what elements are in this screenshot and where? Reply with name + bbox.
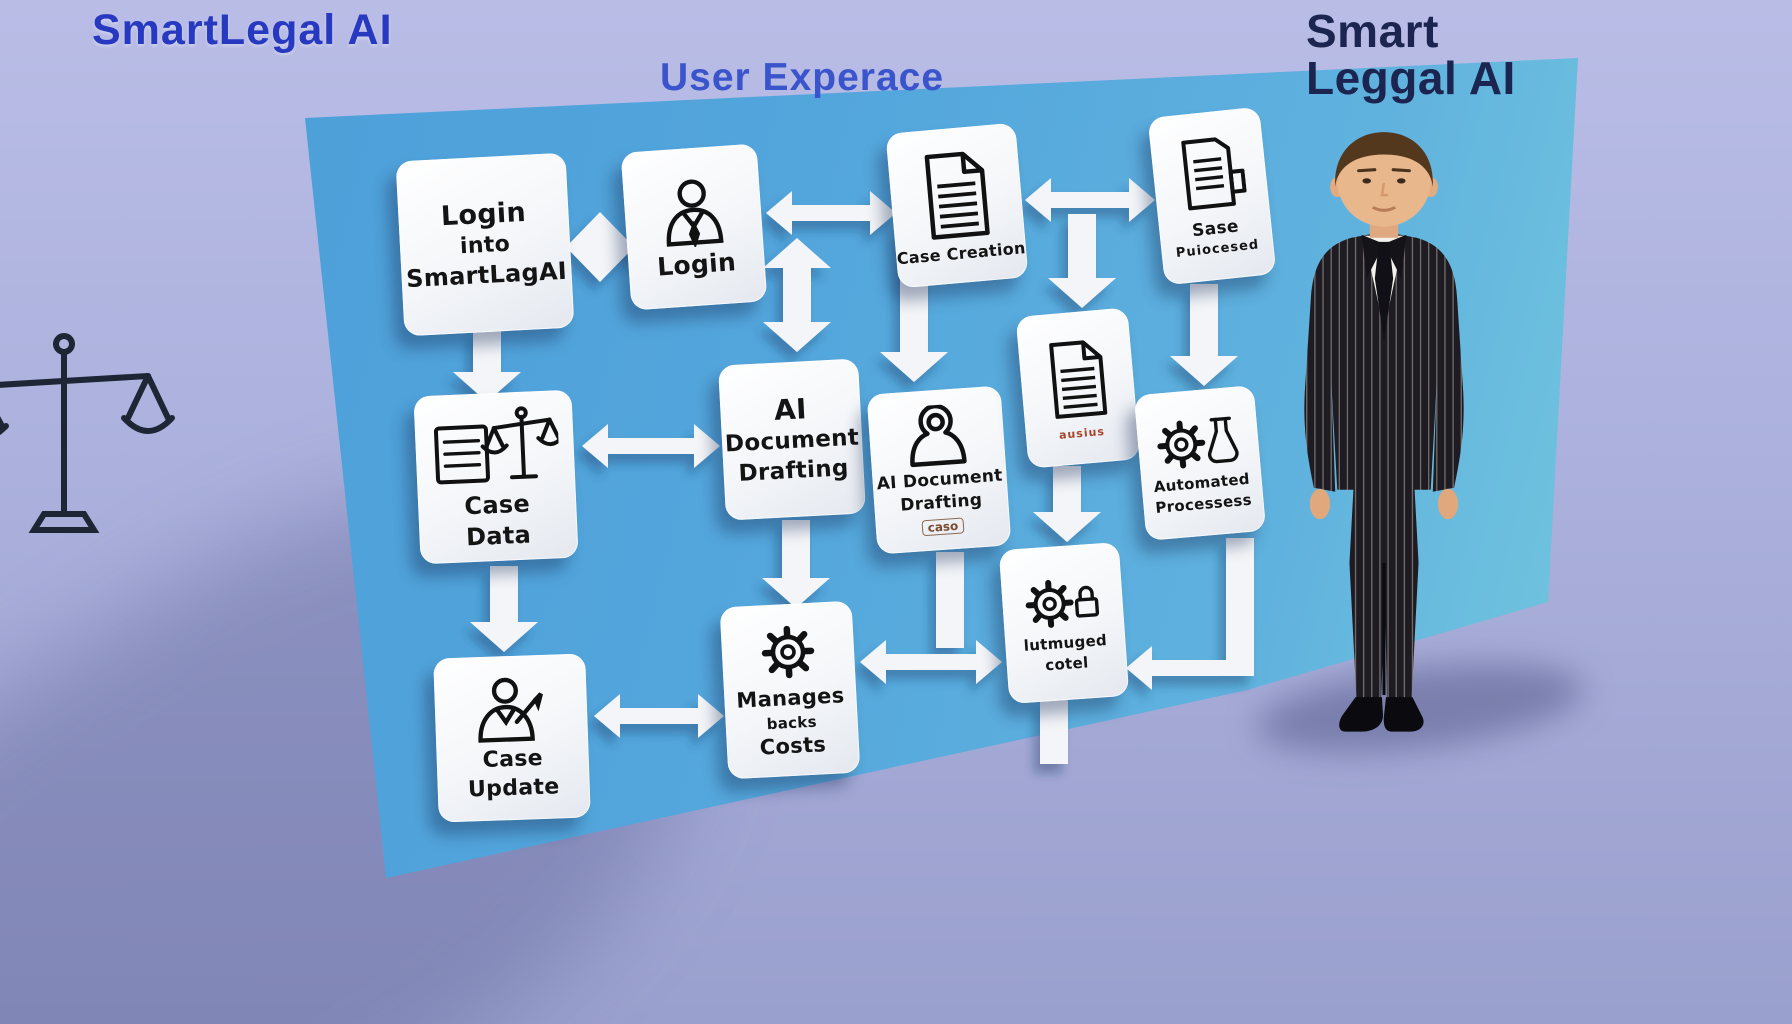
- document-scales-icon: [433, 406, 561, 485]
- flow-box-ai-drafting-text: AI Document Drafting: [718, 358, 866, 521]
- page-title: SmartLegal AI: [92, 6, 393, 54]
- person-writing-icon: [478, 678, 543, 744]
- document-copy-icon: [1181, 137, 1247, 211]
- box-label: Processess: [1154, 490, 1253, 518]
- box-label: Sase: [1191, 216, 1240, 242]
- connector-drafting2-stem: [936, 552, 964, 648]
- box-label: SmartLagAI: [405, 257, 568, 294]
- flow-box-automated-processes: Automated Processess: [1133, 385, 1267, 541]
- arrow-processed-automated: [1170, 284, 1238, 386]
- flow-box-case-creation: Case Creation: [885, 122, 1029, 289]
- box-label: Drafting: [899, 490, 983, 516]
- arrow-casedata-drafting: [582, 424, 720, 468]
- box-label: Drafting: [738, 455, 850, 487]
- arrow-down-drafting1: [763, 238, 831, 352]
- box-badge: caso: [921, 517, 965, 537]
- arrow-down-notes: [1048, 214, 1116, 308]
- brand-title: Smart Leggal AI: [1306, 8, 1516, 102]
- flow-box-document-notes: ausius: [1015, 307, 1141, 469]
- arrow-case-processed: [1025, 178, 1155, 222]
- box-label: Login: [440, 196, 527, 232]
- flow-box-ai-drafting-person: AI Document Drafting caso: [866, 385, 1012, 555]
- arrow-casedata-update: [470, 566, 538, 652]
- flow-box-login-into: Login into SmartLagAI: [395, 152, 575, 337]
- arrow-login-case: [766, 191, 896, 235]
- flow-box-manages-costs: Manages backs Costs: [719, 600, 861, 780]
- box-label: AI Document: [876, 465, 1004, 495]
- box-label: Puiocesed: [1175, 237, 1260, 262]
- box-label: into: [459, 231, 511, 260]
- scales-of-justice-icon: [0, 333, 175, 533]
- box-label: Costs: [759, 732, 827, 761]
- box-label: AI: [773, 392, 808, 427]
- brand-title-line1: Smart: [1306, 5, 1439, 57]
- arrow-drafting-manages: [762, 520, 830, 608]
- board-title: User Experace: [660, 56, 945, 99]
- flow-box-case-processed: Sase Puiocesed: [1147, 106, 1277, 286]
- person-icon: [666, 179, 724, 249]
- box-label: Document: [724, 424, 860, 458]
- person-circle-icon: [910, 403, 967, 468]
- businessman-figure: [1304, 132, 1464, 732]
- box-label: Update: [467, 774, 560, 803]
- box-label: lutmuged: [1023, 631, 1108, 656]
- box-label: Login: [656, 247, 737, 282]
- gear-lock-icon: [1025, 580, 1100, 629]
- flow-box-integrated-control: lutmuged cotel: [998, 542, 1130, 704]
- connector-control-stem: [1040, 700, 1068, 764]
- connector-automated-stem: [1226, 538, 1254, 664]
- flow-box-case-data: Case Data: [413, 389, 579, 565]
- box-label: backs: [766, 712, 818, 733]
- brand-title-line2: Leggal AI: [1306, 51, 1516, 104]
- box-label: Case: [463, 489, 531, 521]
- gear-icon: [761, 625, 815, 679]
- arrow-notes-control: [1033, 466, 1101, 542]
- box-label: Case: [482, 746, 544, 774]
- arrow-login-casedata: [453, 330, 521, 402]
- gear-flask-icon: [1157, 416, 1239, 469]
- arrow-update-manages: [594, 694, 724, 738]
- box-label: Case Creation: [895, 237, 1027, 268]
- flow-box-case-update: Case Update: [433, 653, 591, 823]
- box-label: Data: [465, 520, 532, 552]
- arrow-diamond: [566, 212, 634, 282]
- arrow-down-drafting2: [880, 228, 948, 382]
- box-label: Manages: [735, 683, 846, 713]
- document-lines-icon: [1049, 339, 1108, 419]
- box-badge: ausius: [1058, 424, 1106, 442]
- document-icon: [924, 151, 990, 240]
- box-label: cotel: [1044, 653, 1090, 675]
- arrow-manages-control: [860, 640, 1002, 684]
- flow-box-login: Login: [620, 143, 768, 311]
- arrow-automated-control: [1126, 646, 1254, 690]
